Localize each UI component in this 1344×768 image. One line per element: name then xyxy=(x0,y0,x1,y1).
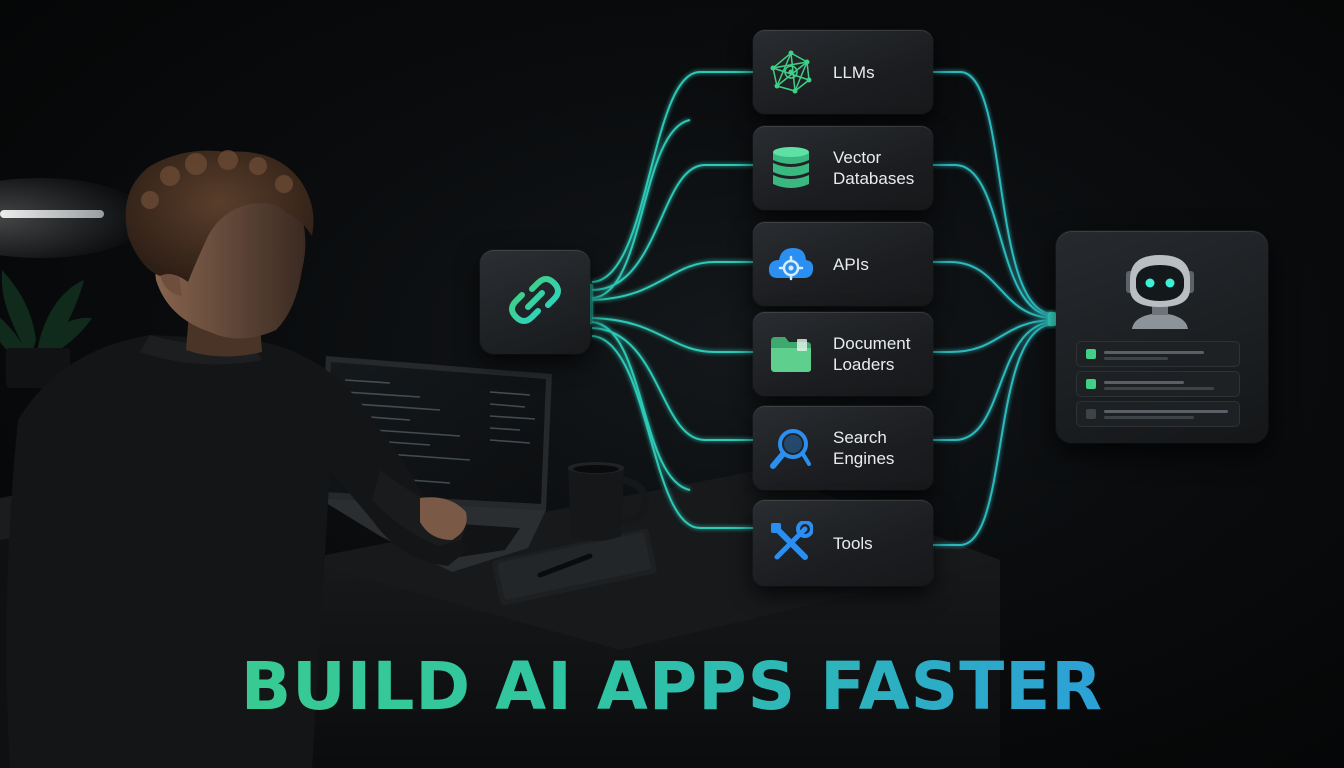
database-icon xyxy=(767,144,815,192)
chain-link-icon xyxy=(506,271,564,334)
chat-message xyxy=(1076,371,1240,397)
card-label: Vector Databases xyxy=(833,148,915,188)
component-card-tools[interactable]: Tools xyxy=(753,500,933,586)
robot-head-icon xyxy=(1120,249,1200,335)
card-label: Search Engines xyxy=(833,428,895,468)
component-card-document-loaders[interactable]: Document Loaders xyxy=(753,312,933,396)
card-label: LLMs xyxy=(833,62,875,82)
hub-node xyxy=(480,250,590,354)
component-card-search-engines[interactable]: Search Engines xyxy=(753,406,933,490)
neural-network-icon xyxy=(767,48,815,96)
wrench-screwdriver-icon xyxy=(767,519,815,567)
agent-panel xyxy=(1056,231,1268,443)
chat-message xyxy=(1076,401,1240,427)
chat-message xyxy=(1076,341,1240,367)
status-dot xyxy=(1086,409,1096,419)
magnifier-icon xyxy=(767,424,815,472)
component-card-apis[interactable]: APIs xyxy=(753,222,933,306)
status-dot xyxy=(1086,349,1096,359)
folder-icon xyxy=(767,330,815,378)
card-label: Tools xyxy=(833,533,873,553)
component-card-vector-databases[interactable]: Vector Databases xyxy=(753,126,933,210)
card-label: APIs xyxy=(833,254,869,274)
card-label: Document Loaders xyxy=(833,334,911,374)
headline: BUILD AI APPS FASTER xyxy=(0,648,1344,725)
status-dot xyxy=(1086,379,1096,389)
component-card-llms[interactable]: LLMs xyxy=(753,30,933,114)
cloud-gear-icon xyxy=(767,240,815,288)
